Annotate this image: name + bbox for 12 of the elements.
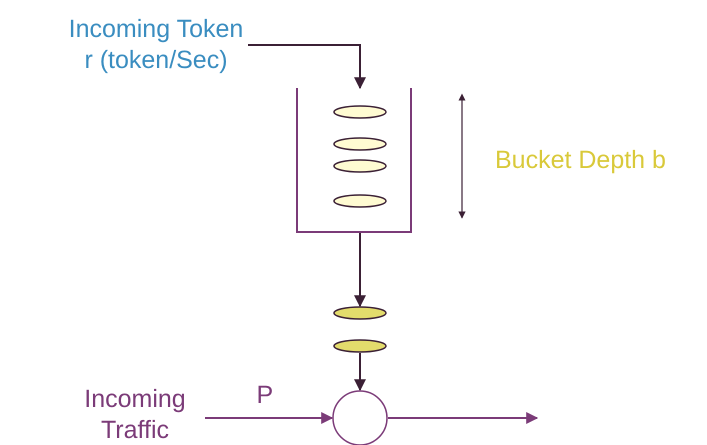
arrow bbox=[205, 412, 334, 424]
arrow bbox=[354, 233, 366, 308]
arrow bbox=[388, 412, 538, 424]
text-label: Incoming Traffic bbox=[65, 384, 205, 445]
bucket-drawing bbox=[296, 88, 412, 233]
arrow bbox=[248, 44, 366, 90]
token-ellipse bbox=[333, 339, 387, 353]
edge-label: P bbox=[256, 380, 274, 410]
token-ellipse bbox=[333, 306, 387, 320]
text-label: Incoming Token r (token/Sec) bbox=[64, 14, 248, 76]
arrow bbox=[354, 353, 366, 392]
dimension-label: Bucket Depth b bbox=[495, 145, 666, 175]
